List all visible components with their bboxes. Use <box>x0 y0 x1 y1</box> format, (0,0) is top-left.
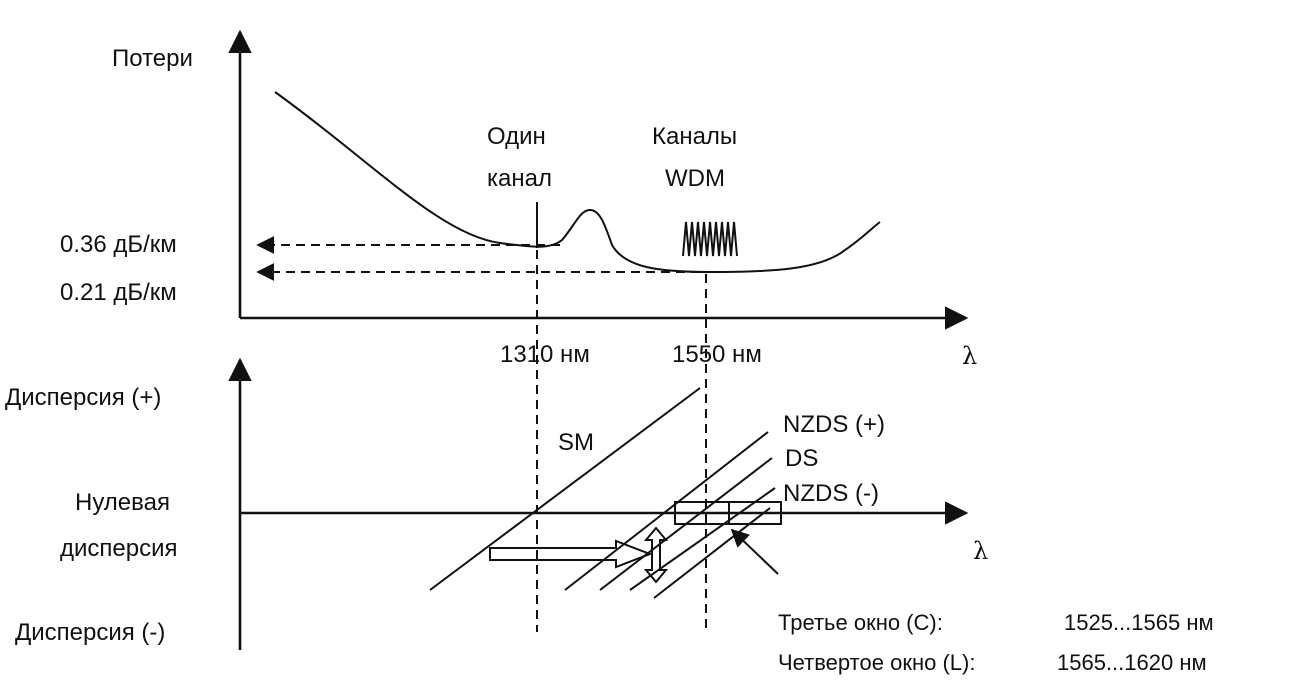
dispersion-negative-label: Дисперсия (-) <box>15 619 165 646</box>
fiber-label-ds: DS <box>785 445 818 472</box>
window-ranges: Третье окно (С): 1525...1565 нм Четверто… <box>778 610 1214 675</box>
window-box-l <box>728 501 782 525</box>
fiber-label-nzds-minus: NZDS (-) <box>783 480 879 507</box>
fiber-label-nzds-plus: NZDS (+) <box>783 411 885 438</box>
fiber-label-sm: SM <box>558 429 594 456</box>
dispersion-x-axis-lambda: λ <box>973 537 988 565</box>
dispersion-shift-arrow <box>489 539 653 569</box>
dispersion-panel: Дисперсия (+) Нулевая дисперсия Дисперси… <box>5 357 988 650</box>
wdm-channels-comb <box>682 221 738 257</box>
fiber-line-nzds-minus <box>629 487 776 591</box>
loss-curve <box>274 91 881 274</box>
fiber-line-parallel-4 <box>653 507 771 599</box>
third-window-label: Третье окно (С): <box>778 610 943 635</box>
wdm-channels-label-line2: WDM <box>665 165 725 192</box>
loss-level-low-label: 0.21 дБ/км <box>60 279 177 306</box>
x-tick-1310-label: 1310 нм <box>500 341 590 368</box>
loss-panel: Потери 0.36 дБ/км 0.21 дБ/км Один канал … <box>60 29 977 370</box>
window-pointer-arrow <box>730 528 779 575</box>
x-tick-1550-label: 1550 нм <box>672 341 762 368</box>
fourth-window-label: Четвертое окно (L): <box>778 650 975 675</box>
wdm-channels-label-line1: Каналы <box>652 123 737 150</box>
dispersion-double-arrow <box>643 526 669 584</box>
fiber-line-nzds-plus <box>564 431 769 591</box>
fourth-window-range: 1565...1620 нм <box>1057 650 1207 675</box>
single-channel-label-line1: Один <box>487 123 546 150</box>
zero-dispersion-label-line1: Нулевая <box>75 489 170 516</box>
loss-x-axis-lambda: λ <box>962 342 977 370</box>
loss-level-high-label: 0.36 дБ/км <box>60 231 177 258</box>
third-window-range: 1525...1565 нм <box>1064 610 1214 635</box>
dispersion-positive-label: Дисперсия (+) <box>5 384 161 411</box>
loss-axis-label: Потери <box>112 45 193 72</box>
fiber-line-sm <box>429 387 701 591</box>
zero-dispersion-label-line2: дисперсия <box>60 535 178 562</box>
single-channel-label-line2: канал <box>487 165 552 192</box>
